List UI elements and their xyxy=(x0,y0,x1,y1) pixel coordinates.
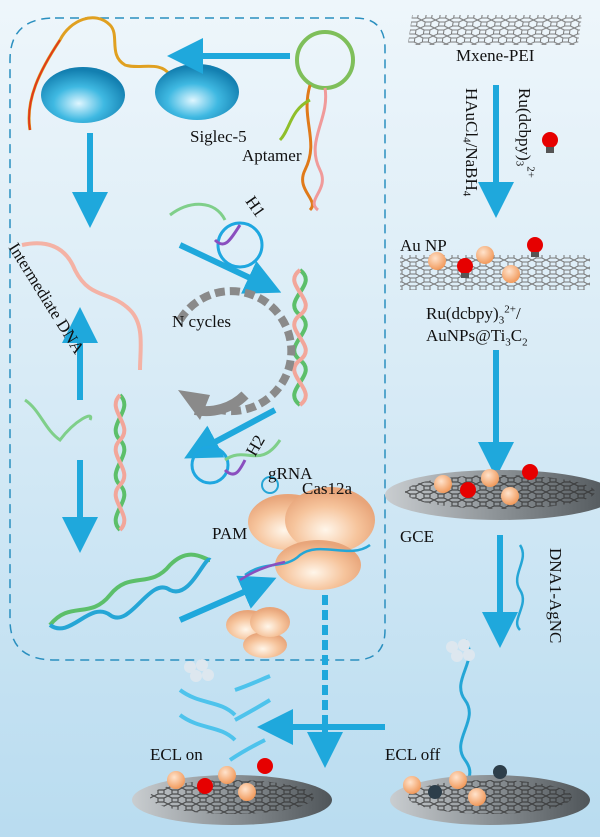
ru-bulb-icon xyxy=(527,237,543,257)
label-haucl4-nabh4: HAuCl4/NaBH4 xyxy=(460,88,481,197)
agnc-cluster-icon xyxy=(184,659,214,682)
arrow-h2 xyxy=(184,407,277,459)
label-n-cycles: N cycles xyxy=(172,312,232,331)
label-composite-sub: 3 xyxy=(498,314,505,327)
ecl-on-electrode xyxy=(132,659,332,825)
label-ecl-on: ECL on xyxy=(150,745,203,764)
label-siglec-5: Siglec-5 xyxy=(190,127,247,146)
label-composite-c: C xyxy=(510,326,523,345)
ru-bulb-icon xyxy=(542,132,558,153)
label-cas12a: Cas12a xyxy=(302,479,353,498)
label-aptamer: Aptamer xyxy=(242,146,302,165)
dna1-agnc-icon xyxy=(515,544,525,631)
label-haucl4-sub: 4 xyxy=(460,137,473,143)
label-nabh4: /NaBH xyxy=(462,142,481,191)
label-mxene-pei: Mxene-PEI xyxy=(456,46,535,65)
siglec-5-protein xyxy=(155,64,239,120)
label-composite-c-sub: 2 xyxy=(522,336,528,349)
bulb-on-icon xyxy=(197,778,213,794)
mxene-sheet xyxy=(407,15,583,45)
label-composite-ti-sub: 3 xyxy=(505,336,511,349)
arrow-h1 xyxy=(178,242,282,294)
label-dna1-agnc: DNA1-AgNC xyxy=(546,548,565,644)
au-np xyxy=(476,246,494,264)
arrow-to-cas12a xyxy=(178,575,277,623)
ru-bulb-icon xyxy=(457,258,473,278)
label-grna: gRNA xyxy=(268,464,313,483)
reaction-boundary-dashed-box xyxy=(9,17,386,661)
bulb-off-icon xyxy=(428,785,442,799)
gce-electrode xyxy=(385,464,600,520)
agnc-cluster-icon xyxy=(446,639,475,662)
cas12a-small-complex xyxy=(226,607,290,658)
intermediate-dna-strand xyxy=(21,241,143,371)
label-nabh4-sub: 4 xyxy=(460,190,473,197)
au-np xyxy=(428,252,446,270)
label-composite-ru: Ru(dcbpy) xyxy=(426,304,499,323)
label-composite-line2: AuNPs@Ti3C2 xyxy=(426,326,528,348)
bulb-off-icon xyxy=(493,765,507,779)
cas12a-complex xyxy=(239,476,375,590)
label-ru-sub: 3 xyxy=(513,160,526,167)
bulb-on-icon xyxy=(257,758,273,774)
released-duplex xyxy=(48,552,212,631)
label-gce: GCE xyxy=(400,527,434,546)
label-composite-slash: / xyxy=(515,304,521,323)
label-ecl-off: ECL off xyxy=(385,745,441,764)
h2-hairpin xyxy=(190,439,282,485)
label-ru-sup: 2+ xyxy=(524,166,537,178)
h1-hairpin xyxy=(169,202,264,269)
label-haucl4: HAuCl xyxy=(462,88,481,138)
n-cycles-arrow xyxy=(176,287,296,420)
siglec-aptamer-complex xyxy=(27,16,186,131)
label-au-np: Au NP xyxy=(400,236,447,255)
label-pam: PAM xyxy=(212,524,248,543)
label-composite-aunps: AuNPs@Ti xyxy=(426,326,506,345)
h1-h2-duplex xyxy=(292,268,308,407)
left-duplex xyxy=(24,393,127,532)
label-ru-complex: Ru(dcbpy)32+ xyxy=(513,88,537,178)
au-np xyxy=(502,265,520,283)
aptamer-hairpin xyxy=(278,30,355,212)
ecl-off-electrode xyxy=(390,639,590,825)
label-composite-sup: 2+ xyxy=(504,303,516,316)
label-composite-line1: Ru(dcbpy)32+/ xyxy=(426,303,521,326)
label-ru: Ru(dcbpy) xyxy=(515,88,534,161)
